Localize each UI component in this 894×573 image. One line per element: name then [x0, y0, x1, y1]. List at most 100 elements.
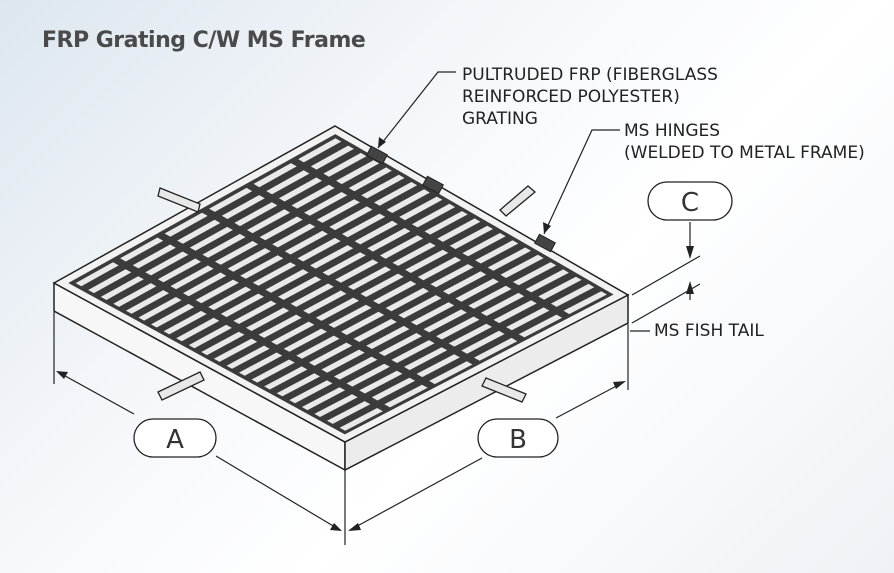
grating-slot	[246, 307, 290, 331]
grating-slot	[221, 195, 265, 219]
grating-slot	[384, 384, 428, 408]
grating-slot	[359, 370, 403, 394]
grating-slot	[266, 170, 310, 195]
grating-slot	[265, 269, 309, 293]
hinges-callout-line-2: (WELDED TO METAL FRAME)	[624, 143, 865, 163]
grating-slot	[297, 237, 341, 262]
grating-callout-line-3: GRATING	[462, 109, 538, 129]
grating-slot	[177, 219, 221, 244]
grating-leader	[377, 71, 456, 149]
grating-slot	[335, 259, 379, 283]
grating-slot	[399, 196, 443, 221]
hinges-leader	[543, 129, 620, 235]
grating-slot	[183, 272, 227, 297]
grating-slot	[386, 189, 430, 213]
grating-slot	[550, 283, 595, 307]
grating-slot	[429, 361, 473, 385]
grating-slot	[342, 213, 386, 238]
fish-tail-rod	[157, 187, 201, 213]
grating-slot	[247, 209, 291, 234]
grating-slot	[176, 317, 220, 342]
fish-tail-rod	[499, 185, 537, 217]
grating-slot	[278, 177, 322, 202]
dim-b-label-box	[477, 418, 559, 458]
grating-slot	[215, 241, 259, 265]
grating-slot	[213, 338, 258, 362]
grating-slot	[480, 292, 525, 316]
grating-slot	[298, 138, 342, 163]
grating-slot	[437, 218, 481, 242]
grating-slot	[278, 276, 322, 300]
grating-slot	[253, 163, 297, 188]
grating-slot	[234, 202, 278, 227]
grating-slot	[227, 248, 271, 272]
grating-slot	[462, 233, 506, 257]
grating-slot	[443, 271, 487, 295]
grating-slot	[538, 276, 582, 300]
grating-slot	[373, 280, 417, 305]
grating-slot	[202, 233, 246, 258]
dimension-a	[53, 312, 346, 545]
hinges	[366, 145, 556, 253]
grating-slot	[391, 340, 435, 363]
grating-slot	[385, 287, 429, 312]
grating-slot	[226, 345, 270, 369]
grating-slot	[334, 356, 378, 380]
grating-slot	[411, 203, 456, 228]
grating-slot	[417, 256, 461, 281]
grating-slot	[392, 242, 436, 266]
grating-slot	[258, 314, 302, 338]
grating-slot	[321, 349, 365, 373]
grating-slot	[341, 311, 385, 335]
grating-slot	[525, 269, 569, 293]
grating-slot	[513, 262, 557, 286]
fish-tail-rod	[157, 371, 205, 401]
grating-slot	[290, 283, 334, 307]
dim-c-arrow-top	[686, 246, 694, 259]
grating-slot	[284, 230, 328, 255]
grating-slot	[449, 225, 493, 250]
grating-slot	[310, 245, 354, 269]
grating-grid	[52, 125, 630, 443]
grating-leader-arrowhead	[378, 137, 386, 148]
grating-callout: PULTRUDED FRP (FIBERGLASS REINFORCED POL…	[462, 64, 718, 130]
grating-slot	[113, 283, 157, 307]
grating-slot	[138, 297, 182, 321]
grating-slot	[310, 145, 354, 170]
grating-slot	[398, 295, 442, 319]
grating-slot	[378, 333, 422, 356]
grating-slot	[264, 366, 308, 390]
grating-slot	[291, 184, 335, 209]
grating-slot	[506, 307, 550, 331]
dim-a-arrow-right	[330, 523, 342, 531]
grating-slot	[500, 254, 544, 278]
grating-slot	[316, 199, 360, 223]
grating-slot	[361, 174, 405, 199]
grating-slot	[336, 160, 380, 185]
grating-slot	[132, 244, 176, 269]
grating-slot	[75, 262, 119, 287]
grating-slot	[271, 321, 315, 345]
grating-slot	[125, 290, 169, 314]
grating-slot	[347, 266, 391, 290]
grating-slot	[303, 290, 347, 314]
grating-slot	[304, 192, 348, 216]
grating-slot	[327, 401, 371, 424]
grating-slot	[448, 323, 492, 347]
grating-slot	[371, 377, 416, 401]
grating-slot	[404, 347, 448, 371]
grating-slot	[100, 276, 144, 300]
grating-slot	[88, 269, 132, 294]
grating-slot	[239, 352, 283, 376]
grating-slot	[251, 359, 295, 383]
hinges-callout: MS HINGES (WELDED TO METAL FRAME)	[624, 120, 865, 164]
grating-slot	[276, 373, 320, 397]
dim-c-arrow-bottom	[686, 281, 694, 294]
grating-slot	[195, 279, 239, 304]
grating-slot	[157, 258, 201, 283]
grating-slot	[296, 335, 340, 359]
grating-callout-line-1: PULTRUDED FRP (FIBERGLASS	[462, 65, 718, 85]
grating-slot	[164, 212, 208, 237]
grating-slot	[201, 331, 245, 356]
